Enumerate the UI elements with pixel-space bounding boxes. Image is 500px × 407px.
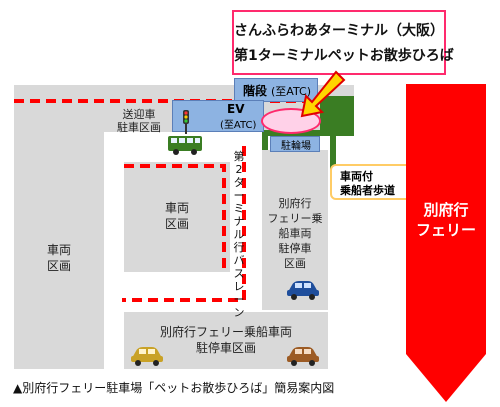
bicycle-parking-box: 駐輪場 (270, 136, 320, 152)
arrow-label-line-2: フェリー (415, 221, 476, 239)
title-line-1: さんふらわあターミナル（大阪） (234, 23, 444, 39)
car-icon-gold (131, 347, 163, 366)
vehicle-area-left (14, 132, 104, 369)
green-wall-block (320, 96, 354, 130)
bicycle-parking-label: 駐輪場 (281, 141, 311, 152)
ferry-boarding-line-1: 別府行 (278, 197, 312, 210)
car-icon-blue (287, 281, 319, 300)
vehicle-area-left-line-1: 車両 (46, 243, 71, 257)
vehicle-area-center-line-1: 車両 (164, 201, 189, 215)
ferry-boarding-label: 別府行 フェリー乗 船車両 駐停車 区画 (262, 196, 328, 271)
map-caption: ▲別府行フェリー駐車場「ペットお散歩ひろば」簡易案内図 (13, 381, 335, 395)
ferry-boarding-line-4: 駐停車 (278, 242, 312, 255)
vehicle-area-center-label: 車両 区画 (124, 200, 230, 232)
bottom-area-label: 別府行フェリー乗船車両 駐停車区画 (124, 324, 328, 356)
ferry-boarding-line-5: 区画 (284, 257, 306, 270)
vehicle-area-center (124, 162, 230, 272)
car-icon-brown (287, 347, 319, 366)
bottom-area-line-1: 別府行フェリー乗船車両 (159, 325, 292, 339)
dash-inner (124, 164, 226, 268)
pickup-line-1: 送迎車 (122, 108, 156, 121)
stairs-sublabel: (至ATC) (271, 85, 312, 98)
vehicle-area-left-label: 車両 区画 (14, 242, 104, 274)
pickup-parking-label: 送迎車 駐車区画 (104, 108, 174, 134)
bottom-area-line-2: 駐停車区画 (195, 341, 256, 355)
dash-right (122, 146, 246, 302)
vehicle-area-left-line-2: 区画 (46, 259, 71, 273)
pickup-line-2: 駐車区画 (117, 121, 161, 134)
stairs-box: 階段 (至ATC) (234, 78, 318, 102)
walkway-line-1: 車両付 (340, 170, 373, 183)
arrow-label-line-1: 別府行 (423, 201, 469, 219)
ev-sublabel: (至ATC) (220, 120, 257, 131)
green-walkway-strip (330, 130, 336, 170)
walkway-line-2: 乗船者歩道 (340, 184, 395, 197)
walkway-label-box: 車両付 乗船者歩道 (330, 164, 414, 200)
title-line-2: 第1ターミナルペットお散歩ひろば (234, 48, 454, 64)
arrow-icon (300, 70, 346, 118)
stairs-label: 階段 (243, 84, 268, 98)
ev-label: EV (227, 102, 245, 116)
bus-lane-label: 第2ターミナル行バスレーン (233, 150, 245, 319)
ev-box: EV (至ATC) (172, 100, 264, 132)
green-path-vertical (262, 130, 268, 150)
green-path-horizontal (262, 130, 354, 136)
bus-icon (168, 136, 202, 155)
ferry-boarding-line-2: フェリー乗 (267, 212, 323, 225)
vehicle-area-center-line-2: 区画 (164, 217, 189, 231)
ferry-boarding-line-3: 船車両 (278, 227, 312, 240)
title-box: さんふらわあターミナル（大阪） 第1ターミナルペットお散歩ひろば (232, 10, 454, 75)
traffic-light-icon (183, 110, 189, 134)
arrow-label: 別府行 フェリー (412, 200, 480, 240)
ferry-direction-arrow (406, 84, 486, 402)
